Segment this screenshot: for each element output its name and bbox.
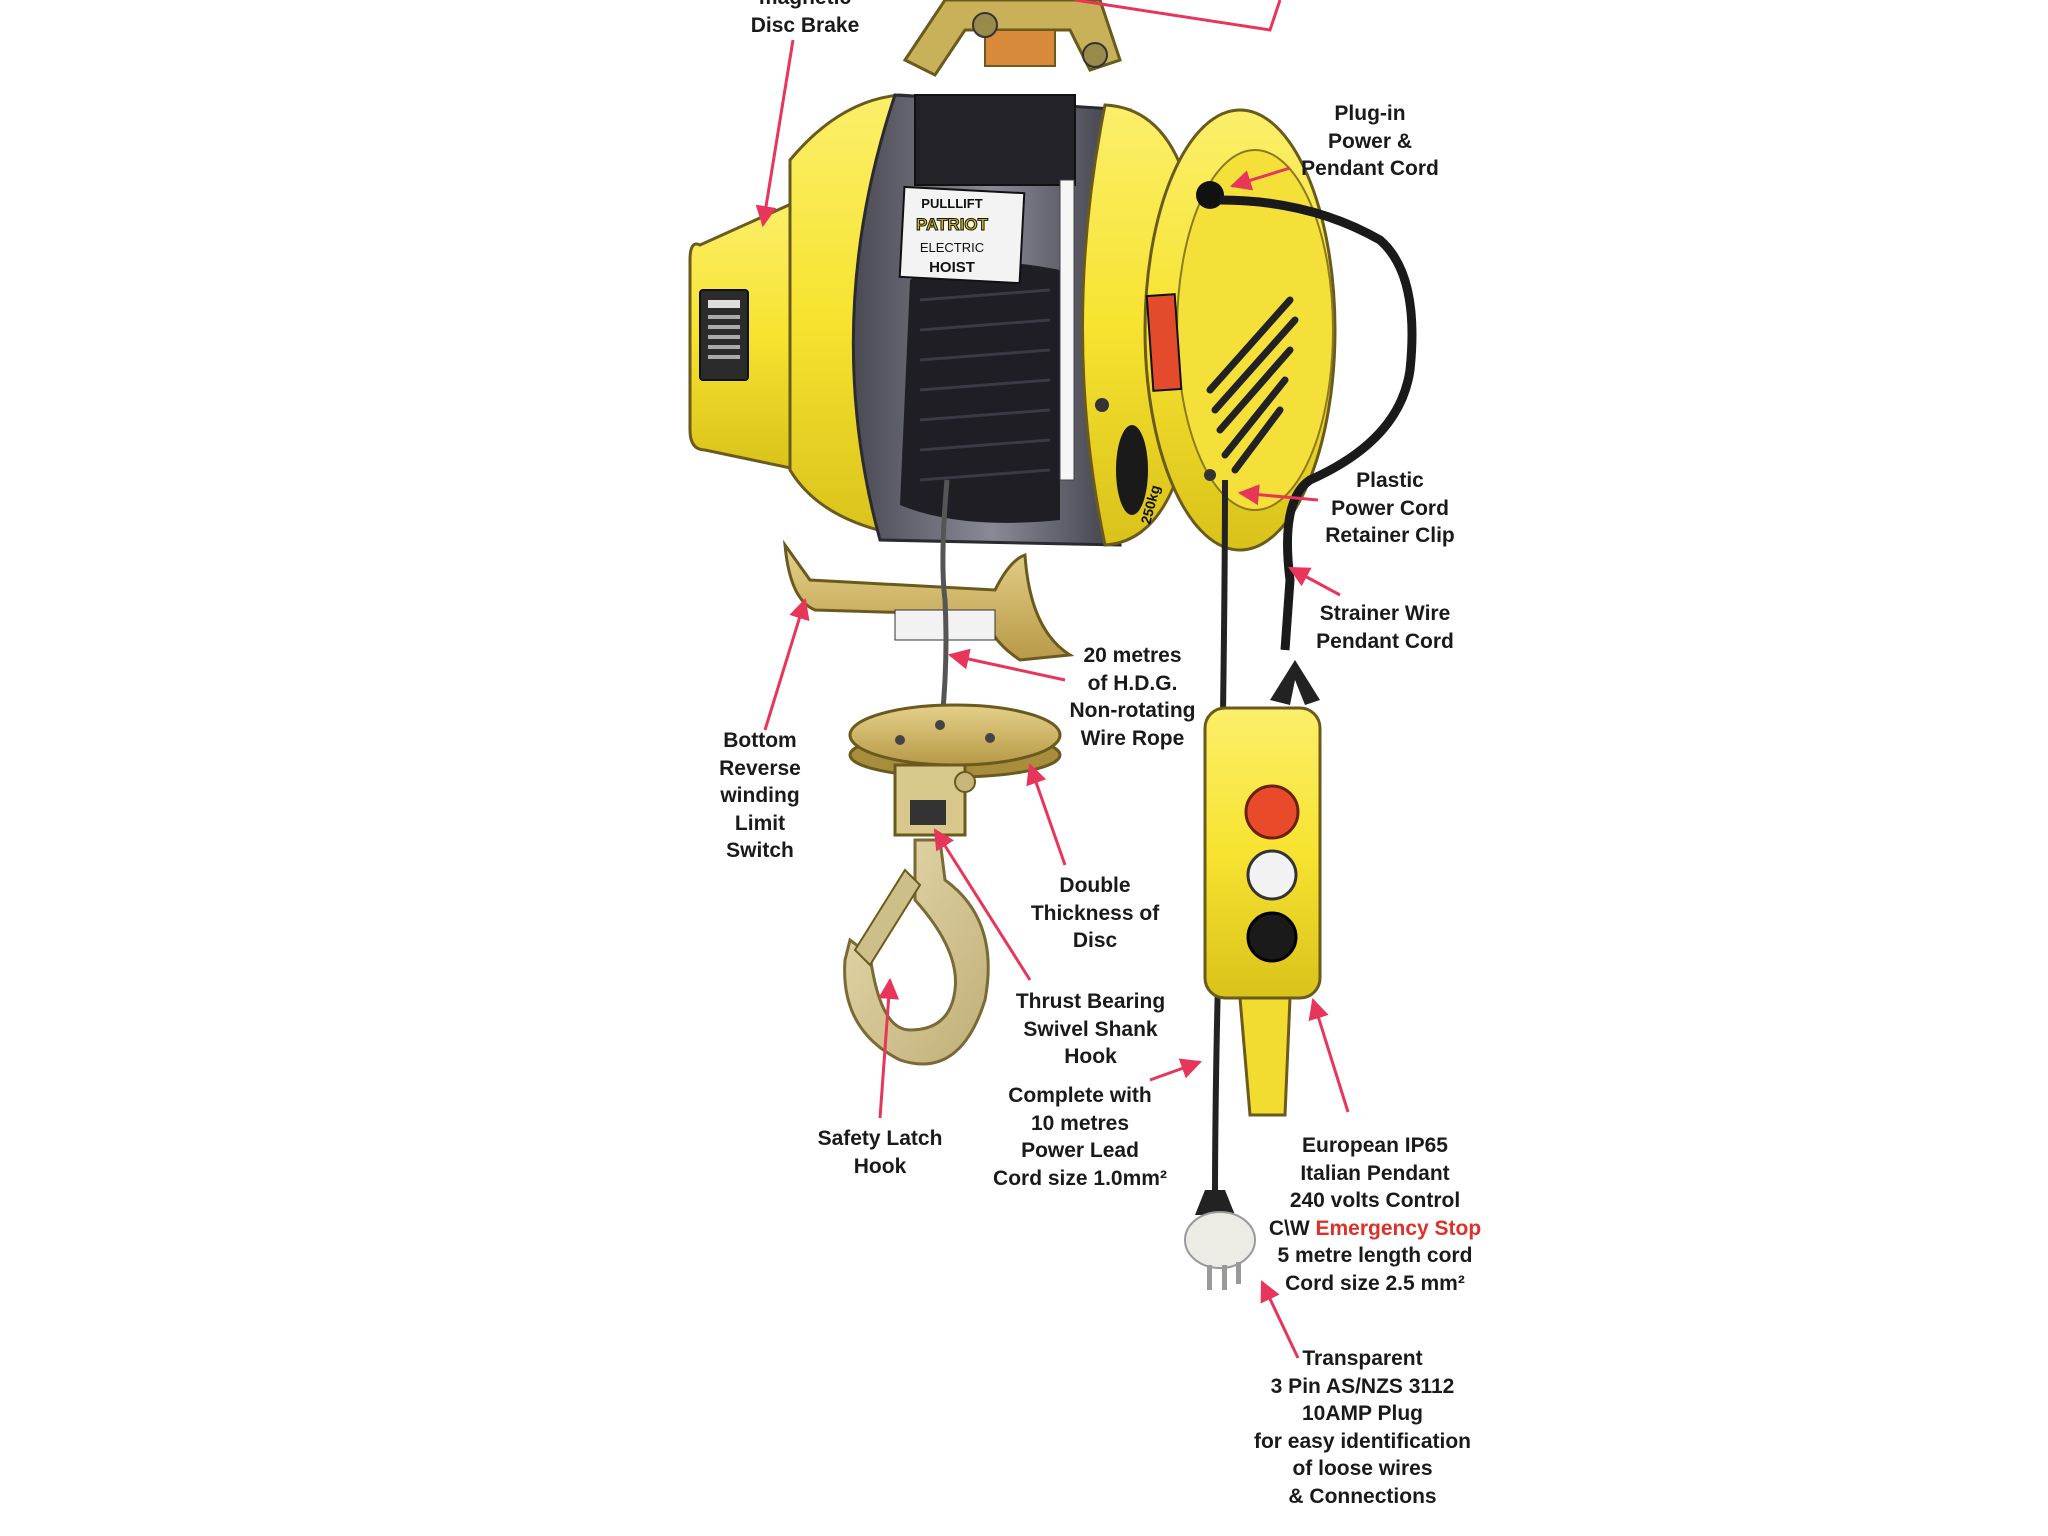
pendant-controller — [1203, 706, 1322, 1117]
label-plug: Transparent 3 Pin AS/NZS 3112 10AMP Plug… — [1253, 1347, 1472, 1508]
emergency-stop-text: Emergency Stop — [1315, 1216, 1482, 1240]
hoist-body: PULLLIFT PATRIOT ELECTRIC HOIST 250kg — [788, 93, 1337, 552]
brand-decal: PULLLIFT PATRIOT ELECTRIC HOIST — [898, 185, 1026, 285]
limit-switch-bracket — [783, 539, 1075, 662]
label-plug-in-cord: Plug-in Power & Pendant Cord — [1301, 102, 1439, 180]
brake-housing — [688, 197, 802, 472]
label-strainer-wire: Strainer Wire Pendant Cord — [1316, 602, 1454, 653]
label-double-disc: Double Thickness of Disc — [1030, 874, 1160, 952]
warning-label — [1145, 293, 1183, 392]
label-limit-switch: Bottom Reverse winding Limit Switch — [719, 729, 801, 862]
hanger-bracket — [902, 0, 1282, 77]
model-text: PATRIOT — [916, 215, 989, 234]
hoist-text: HOIST — [929, 259, 975, 276]
safety-latch — [853, 868, 922, 967]
label-pendant: European IP65 Italian Pendant 240 volts … — [1268, 1134, 1482, 1295]
electric-text: ELECTRIC — [920, 240, 984, 255]
label-power-lead: Complete with 10 metres Power Lead Cord … — [993, 1084, 1167, 1190]
label-retainer-clip: Plastic Power Cord Retainer Clip — [1325, 469, 1455, 547]
down-button — [1246, 911, 1298, 963]
label-safety-latch: Safety Latch Hook — [817, 1127, 943, 1178]
three-pin-plug — [1184, 1190, 1256, 1290]
label-magnetic-disc-brake: magnetic Disc Brake — [750, 0, 860, 37]
label-thrust-bearing: Thrust Bearing Swivel Shank Hook — [1015, 990, 1166, 1068]
wire-rope — [939, 479, 950, 721]
label-wire-rope: 20 metres of H.D.G. Non-rotating Wire Ro… — [1069, 644, 1196, 750]
cord-socket — [1196, 181, 1224, 209]
capacity-badge — [1116, 425, 1148, 515]
up-button — [1246, 849, 1298, 901]
swivel-hook — [843, 763, 990, 1066]
thickness-disc — [848, 703, 1062, 779]
brand-text: PULLLIFT — [921, 196, 982, 211]
emergency-stop-button — [1244, 784, 1300, 840]
leader-lines — [755, 39, 1350, 1359]
